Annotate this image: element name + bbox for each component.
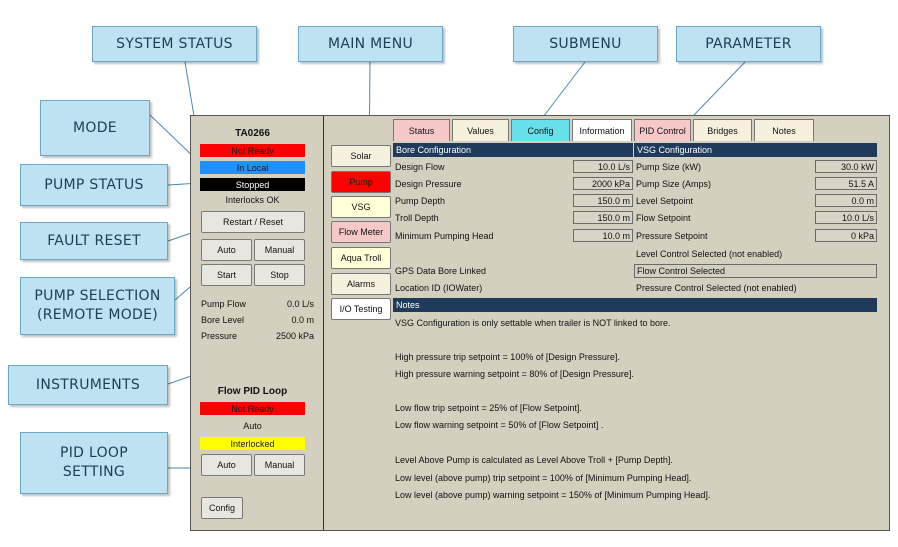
config-button[interactable]: Config xyxy=(201,497,243,519)
menu-alarms[interactable]: Alarms xyxy=(331,273,391,295)
bore-troll-depth-label: Troll Depth xyxy=(395,213,439,223)
callout-pump-selection: PUMP SELECTION (REMOTE MODE) xyxy=(20,277,175,335)
tab-bridges[interactable]: Bridges xyxy=(693,119,752,141)
gps-linked-label: GPS Data Bore Linked xyxy=(395,266,487,276)
callout-submenu: SUBMENU xyxy=(513,26,658,62)
vsg-pressure-setpoint-value: 0 kPa xyxy=(815,229,877,242)
vsg-config-header: VSG Configuration xyxy=(634,143,877,157)
bore-design-pressure-value: 2000 kPa xyxy=(573,177,633,190)
callout-text: SETTING xyxy=(62,464,126,480)
pid-loop-title: Flow PID Loop xyxy=(217,386,288,397)
tab-pid-control[interactable]: PID Control xyxy=(634,119,691,141)
callout-system-status: SYSTEM STATUS xyxy=(92,26,257,62)
menu-flow-meter[interactable]: Flow Meter xyxy=(331,221,391,243)
note-line: Low flow trip setpoint = 25% of [Flow Se… xyxy=(395,403,582,413)
callout-text: INSTRUMENTS xyxy=(35,376,141,393)
bore-pump-depth-value: 150.0 m xyxy=(573,194,633,207)
callout-mode: MODE xyxy=(40,100,150,156)
callout-instruments: INSTRUMENTS xyxy=(8,365,168,405)
vsg-pressure-setpoint-label: Pressure Setpoint xyxy=(636,231,708,241)
note-line: Level Above Pump is calculated as Level … xyxy=(395,455,673,465)
note-line: High pressure trip setpoint = 100% of [D… xyxy=(395,352,620,362)
note-line: VSG Configuration is only settable when … xyxy=(395,318,671,328)
bore-min-head-value: 10.0 m xyxy=(573,229,633,242)
vsg-flow-setpoint-value: 10.0 L/s xyxy=(815,211,877,224)
leader-submenu xyxy=(539,61,586,122)
bore-pump-depth-label: Pump Depth xyxy=(395,196,446,206)
bore-config-header: Bore Configuration xyxy=(393,143,633,157)
pid-interlock-indicator: Interlocked xyxy=(200,437,305,450)
menu-pump[interactable]: Pump xyxy=(331,171,391,193)
pressure-control-status: Pressure Control Selected (not enabled) xyxy=(636,283,797,293)
pump-status-indicator: Stopped xyxy=(200,178,305,191)
vsg-level-setpoint-value: 0.0 m xyxy=(815,194,877,207)
note-line: High pressure warning setpoint = 80% of … xyxy=(395,369,634,379)
tab-information[interactable]: Information xyxy=(572,119,632,141)
panel-divider xyxy=(323,116,324,530)
menu-vsg[interactable]: VSG xyxy=(331,196,391,218)
callout-text: (REMOTE MODE) xyxy=(36,307,159,323)
interlocks-status: Interlocks OK xyxy=(225,195,280,205)
callout-pid-loop-setting: PID LOOP SETTING xyxy=(20,432,168,494)
system-status-indicator: Not Ready xyxy=(200,144,305,157)
callout-text: PUMP SELECTION xyxy=(34,288,161,305)
location-id-label: Location ID (IOWater) xyxy=(395,283,483,293)
mode-indicator: In Local xyxy=(200,161,305,174)
callout-fault-reset: FAULT RESET xyxy=(20,222,168,260)
bore-design-pressure-label: Design Pressure xyxy=(395,179,462,189)
callout-text: PID LOOP xyxy=(60,445,128,462)
pid-status-indicator: Not Ready xyxy=(200,402,305,415)
vsg-pump-size-amps-value: 51.5 A xyxy=(815,177,877,190)
bore-troll-depth-value: 150.0 m xyxy=(573,211,633,224)
instrument-value: 2500 kPa xyxy=(275,331,314,341)
flow-control-status: Flow Control Selected xyxy=(634,264,877,278)
callout-text: MODE xyxy=(73,119,117,136)
note-line: Low level (above pump) trip setpoint = 1… xyxy=(395,473,692,483)
callout-main-menu: MAIN MENU xyxy=(298,26,443,62)
callout-text: PARAMETER xyxy=(705,35,792,52)
vsg-pump-size-amps-label: Pump Size (Amps) xyxy=(636,179,712,189)
menu-solar[interactable]: Solar xyxy=(331,145,391,167)
menu-aqua-troll[interactable]: Aqua Troll xyxy=(331,247,391,269)
pid-manual-button[interactable]: Manual xyxy=(254,454,305,476)
callout-parameter: PARAMETER xyxy=(676,26,821,62)
restart-reset-button[interactable]: Restart / Reset xyxy=(201,211,305,233)
callout-pump-status: PUMP STATUS xyxy=(20,164,168,206)
note-line: Low level (above pump) warning setpoint … xyxy=(395,490,711,500)
vsg-pump-size-kw-value: 30.0 kW xyxy=(815,160,877,173)
pid-mode: Auto xyxy=(243,421,262,431)
notes-header: Notes xyxy=(393,298,877,312)
tab-values[interactable]: Values xyxy=(452,119,509,141)
vsg-flow-setpoint-label: Flow Setpoint xyxy=(636,213,691,223)
manual-button[interactable]: Manual xyxy=(254,239,305,261)
menu-io-testing[interactable]: I/O Testing xyxy=(331,298,391,320)
bore-min-head-label: Minimum Pumping Head xyxy=(395,231,494,241)
tab-config[interactable]: Config xyxy=(511,119,570,141)
instrument-label: Pump Flow xyxy=(201,299,247,309)
instrument-label: Bore Level xyxy=(201,315,245,325)
callout-text: PUMP STATUS xyxy=(44,176,144,193)
bore-design-flow-label: Design Flow xyxy=(395,162,445,172)
stop-button[interactable]: Stop xyxy=(254,264,305,286)
instrument-label: Pressure xyxy=(201,331,238,341)
unit-id: TA0266 xyxy=(235,128,270,139)
vsg-pump-size-kw-label: Pump Size (kW) xyxy=(636,162,702,172)
instrument-value: 0.0 m xyxy=(291,315,314,325)
vsg-level-setpoint-label: Level Setpoint xyxy=(636,196,694,206)
instrument-value: 0.0 L/s xyxy=(286,299,314,309)
callout-text: MAIN MENU xyxy=(327,35,414,52)
note-line: Low flow warning setpoint = 50% of [Flow… xyxy=(395,420,604,430)
level-control-status: Level Control Selected (not enabled) xyxy=(636,249,783,259)
hmi-panel xyxy=(190,115,890,531)
pid-auto-button[interactable]: Auto xyxy=(201,454,252,476)
callout-text: SUBMENU xyxy=(549,35,622,52)
start-button[interactable]: Start xyxy=(201,264,252,286)
callout-text: FAULT RESET xyxy=(47,232,141,249)
callout-text: SYSTEM STATUS xyxy=(116,35,233,52)
auto-button[interactable]: Auto xyxy=(201,239,252,261)
bore-design-flow-value: 10.0 L/s xyxy=(573,160,633,173)
tab-status[interactable]: Status xyxy=(393,119,450,141)
tab-notes[interactable]: Notes xyxy=(754,119,814,141)
